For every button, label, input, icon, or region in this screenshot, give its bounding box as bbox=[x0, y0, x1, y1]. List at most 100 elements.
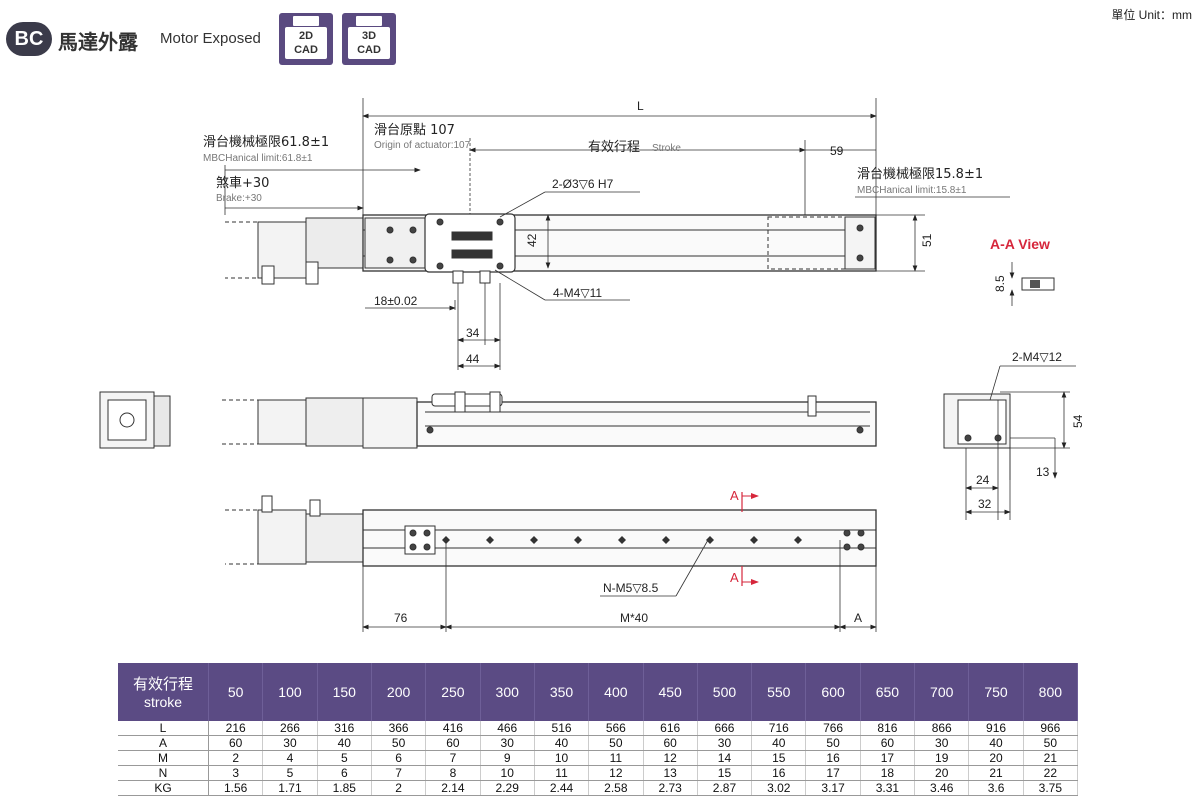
table-cell: 40 bbox=[751, 735, 807, 751]
cad-2d-label: 2D bbox=[298, 30, 314, 42]
table-cell: 16 bbox=[751, 765, 807, 781]
table-cell: 21 bbox=[968, 765, 1024, 781]
table-cell: 216 bbox=[208, 721, 264, 736]
table-cell: 2 bbox=[371, 780, 427, 796]
origin-label-zh: 滑台原點 107 bbox=[374, 123, 455, 138]
stroke-col-header: 700 bbox=[914, 663, 970, 721]
table-cell: 60 bbox=[860, 735, 916, 751]
dim-8-5: 8.5 bbox=[993, 275, 1007, 292]
aa-view: A-A View 8.5 bbox=[990, 236, 1055, 306]
brake-en: Brake:+30 bbox=[216, 193, 262, 204]
bottom-view-labels: N-M5▽8.5 76 M*40 A bbox=[394, 581, 862, 625]
top-view bbox=[224, 98, 1010, 370]
table-cell: 816 bbox=[860, 721, 916, 736]
table-cell: 3.75 bbox=[1023, 780, 1079, 796]
table-cell: 8 bbox=[425, 765, 481, 781]
dim-34: 34 bbox=[466, 326, 480, 340]
dim-L: L bbox=[637, 99, 644, 113]
dim-A: A bbox=[854, 611, 862, 625]
limit-right-en: MBCHanical limit:15.8±1 bbox=[857, 185, 967, 196]
table-cell: 2.87 bbox=[697, 780, 753, 796]
section-a-top: A bbox=[730, 488, 739, 503]
dim-59: 59 bbox=[830, 144, 844, 158]
table-cell: 14 bbox=[697, 750, 753, 766]
stroke-col-header: 650 bbox=[860, 663, 916, 721]
stroke-col-header: 350 bbox=[534, 663, 590, 721]
table-cell: 2.44 bbox=[534, 780, 590, 796]
table-cell: 12 bbox=[643, 750, 698, 766]
dim-44: 44 bbox=[466, 352, 480, 366]
table-cell: 316 bbox=[317, 721, 372, 736]
section-a-bottom: A bbox=[730, 570, 739, 585]
row-label: N bbox=[118, 765, 209, 781]
stroke-header-en: stroke bbox=[143, 694, 183, 710]
table-cell: 966 bbox=[1023, 721, 1079, 736]
page-title-zh: 馬達外露 bbox=[58, 30, 138, 54]
table-cell: 266 bbox=[262, 721, 318, 736]
stroke-col-header: 300 bbox=[480, 663, 535, 721]
table-cell: 9 bbox=[480, 750, 535, 766]
stroke-col-header: 50 bbox=[208, 663, 264, 721]
dim-13: 13 bbox=[1036, 465, 1050, 479]
stroke-col-header: 450 bbox=[643, 663, 698, 721]
table-cell: 30 bbox=[262, 735, 318, 751]
table-cell: 3.02 bbox=[751, 780, 807, 796]
stroke-col-header: 550 bbox=[751, 663, 807, 721]
table-cell: 2 bbox=[208, 750, 264, 766]
dim-54: 54 bbox=[1071, 414, 1085, 428]
table-cell: 616 bbox=[643, 721, 698, 736]
dim-24: 24 bbox=[976, 473, 990, 487]
hole-spec: 2-Ø3▽6 H7 bbox=[552, 177, 614, 191]
cad-2d-button[interactable]: 2D CAD bbox=[279, 13, 333, 65]
table-cell: 6 bbox=[317, 765, 372, 781]
table-cell: 4 bbox=[262, 750, 318, 766]
row-label: A bbox=[118, 735, 209, 751]
table-cell: 516 bbox=[534, 721, 590, 736]
table-cell: 11 bbox=[534, 765, 590, 781]
table-cell: 3.46 bbox=[914, 780, 970, 796]
table-cell: 416 bbox=[425, 721, 481, 736]
table-cell: 13 bbox=[643, 765, 698, 781]
table-cell: 6 bbox=[371, 750, 427, 766]
table-cell: 3.31 bbox=[860, 780, 916, 796]
table-cell: 666 bbox=[697, 721, 753, 736]
floppy-icon bbox=[293, 16, 329, 27]
table-cell: 30 bbox=[914, 735, 970, 751]
table-cell: 5 bbox=[262, 765, 318, 781]
table-cell: 12 bbox=[588, 765, 644, 781]
table-cell: 3.6 bbox=[968, 780, 1024, 796]
cad-3d-button[interactable]: 3D CAD bbox=[342, 13, 396, 65]
table-cell: 10 bbox=[480, 765, 535, 781]
table-cell: 17 bbox=[805, 765, 861, 781]
table-cell: 2.29 bbox=[480, 780, 535, 796]
stroke-header-zh: 有效行程 bbox=[132, 675, 193, 693]
stroke-col-header: 400 bbox=[588, 663, 644, 721]
table-cell: 17 bbox=[860, 750, 916, 766]
table-cell: 1.56 bbox=[208, 780, 264, 796]
limit-left-zh: 滑台機械極限61.8±1 bbox=[203, 134, 329, 150]
technical-drawing: L 滑台原點 107 Origin of actuator:107 有效行程 S… bbox=[99, 98, 1085, 632]
stroke-label-en: Stroke bbox=[652, 143, 681, 154]
stroke-col-header: 800 bbox=[1023, 663, 1079, 721]
table-cell: 16 bbox=[805, 750, 861, 766]
stroke-col-header: 600 bbox=[805, 663, 861, 721]
unit-label: 單位 Unit：mm bbox=[1111, 8, 1192, 22]
table-cell: 2.58 bbox=[588, 780, 644, 796]
table-cell: 15 bbox=[697, 765, 753, 781]
tap-spec: 4-M4▽11 bbox=[553, 286, 602, 300]
dim-76: 76 bbox=[394, 611, 408, 625]
table-cell: 50 bbox=[588, 735, 644, 751]
row-label: KG bbox=[118, 780, 209, 796]
limit-right-zh: 滑台機械極限15.8±1 bbox=[857, 166, 983, 182]
dim-32: 32 bbox=[978, 497, 992, 511]
side-view bbox=[99, 365, 1076, 520]
stroke-col-header: 100 bbox=[262, 663, 318, 721]
floppy-icon bbox=[356, 16, 392, 27]
row-label: M bbox=[118, 750, 209, 766]
